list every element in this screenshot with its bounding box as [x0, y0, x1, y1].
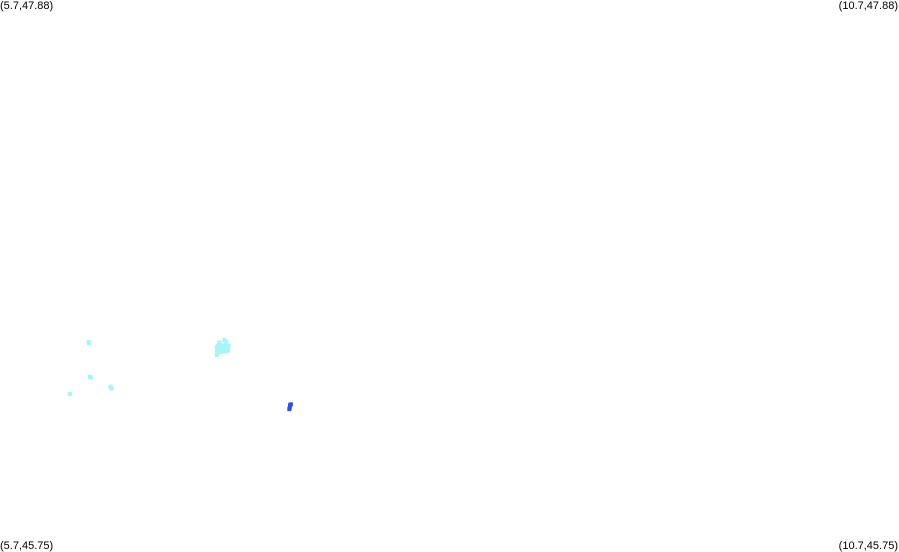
map-point-1-3: [287, 407, 292, 412]
map-point-0-31: [217, 340, 222, 345]
corner-label-top-right: (10.7,47.88): [838, 0, 898, 12]
map-point-0-5: [109, 386, 114, 391]
corner-label-bottom-right: (10.7,45.75): [838, 540, 898, 552]
corner-label-top-left: (5.7,47.88): [0, 0, 54, 12]
corner-label-bottom-left: (5.7,45.75): [0, 540, 54, 552]
map-point-0-3: [89, 375, 93, 380]
map-point-0-30: [222, 338, 227, 342]
map-point-1-1: [288, 402, 293, 407]
map-point-0-32: [214, 353, 219, 357]
map-point-0-14: [223, 342, 228, 347]
map-point-0-1: [87, 341, 92, 346]
map-point-0-26: [226, 348, 231, 353]
map-point-0-28: [221, 349, 226, 354]
points-layer: [67, 338, 293, 412]
map-point-0-17: [226, 343, 231, 348]
map-point-0-6: [67, 391, 72, 396]
